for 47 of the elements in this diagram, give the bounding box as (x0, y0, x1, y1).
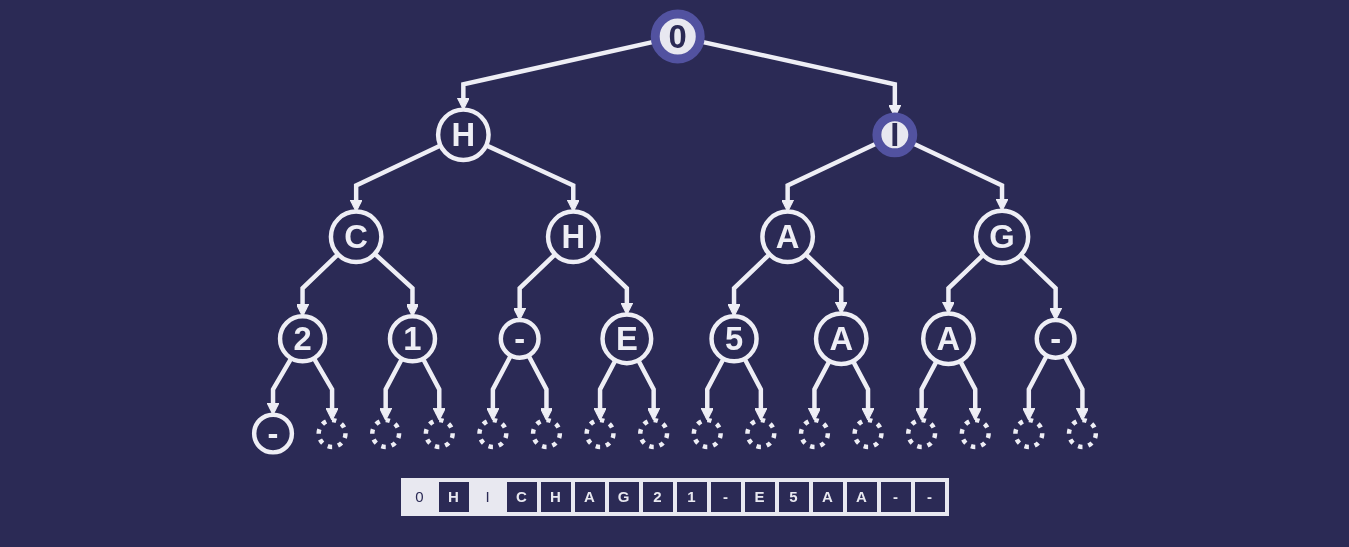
array-cell: C (506, 482, 537, 512)
node-circle (1012, 417, 1044, 450)
array-cell: E (744, 482, 775, 512)
array-cell: - (710, 482, 741, 512)
array-cell: H (540, 482, 571, 512)
node-circle: G (973, 208, 1030, 266)
node-circle: I (871, 112, 917, 158)
node-circle (798, 417, 830, 450)
node-circle: 2 (277, 314, 327, 364)
array-cell: - (880, 482, 911, 512)
node-circle: - (1034, 317, 1077, 360)
node-circle (476, 417, 508, 450)
node-circle: 0 (650, 9, 705, 64)
node-circle (744, 417, 776, 450)
node-circle (583, 417, 616, 450)
array-cell: A (846, 482, 877, 512)
node-circle (423, 417, 455, 450)
node-circle: - (251, 412, 294, 455)
node-circle: C (328, 209, 384, 265)
node-circle (691, 417, 723, 450)
node-circle: A (813, 311, 869, 367)
node-circle: A (759, 209, 815, 265)
node-circle: 5 (708, 314, 759, 364)
node-circle (369, 417, 401, 450)
node-circle (530, 417, 562, 450)
node-circle: A (920, 311, 976, 367)
node-circle: H (435, 107, 491, 163)
array-cell: - (914, 482, 945, 512)
node-circle: E (599, 312, 653, 366)
array-cell: A (574, 482, 605, 512)
array-cell: 5 (778, 482, 809, 512)
node-circle (851, 417, 884, 450)
array-cell: 2 (642, 482, 673, 512)
array-cell: G (608, 482, 639, 512)
node-circle (1066, 417, 1098, 450)
node-circle: - (498, 317, 541, 360)
node-circle (959, 417, 991, 450)
array-cell: H (438, 482, 469, 512)
arrow (1018, 253, 1062, 321)
node-circle (315, 417, 348, 450)
node-circle (637, 417, 669, 450)
node-circle (905, 417, 937, 450)
node-circle: 1 (387, 314, 437, 364)
node-circle: H (545, 209, 601, 265)
array-cell: A (812, 482, 843, 512)
arrow (512, 252, 557, 321)
array-cell: 1 (676, 482, 707, 512)
